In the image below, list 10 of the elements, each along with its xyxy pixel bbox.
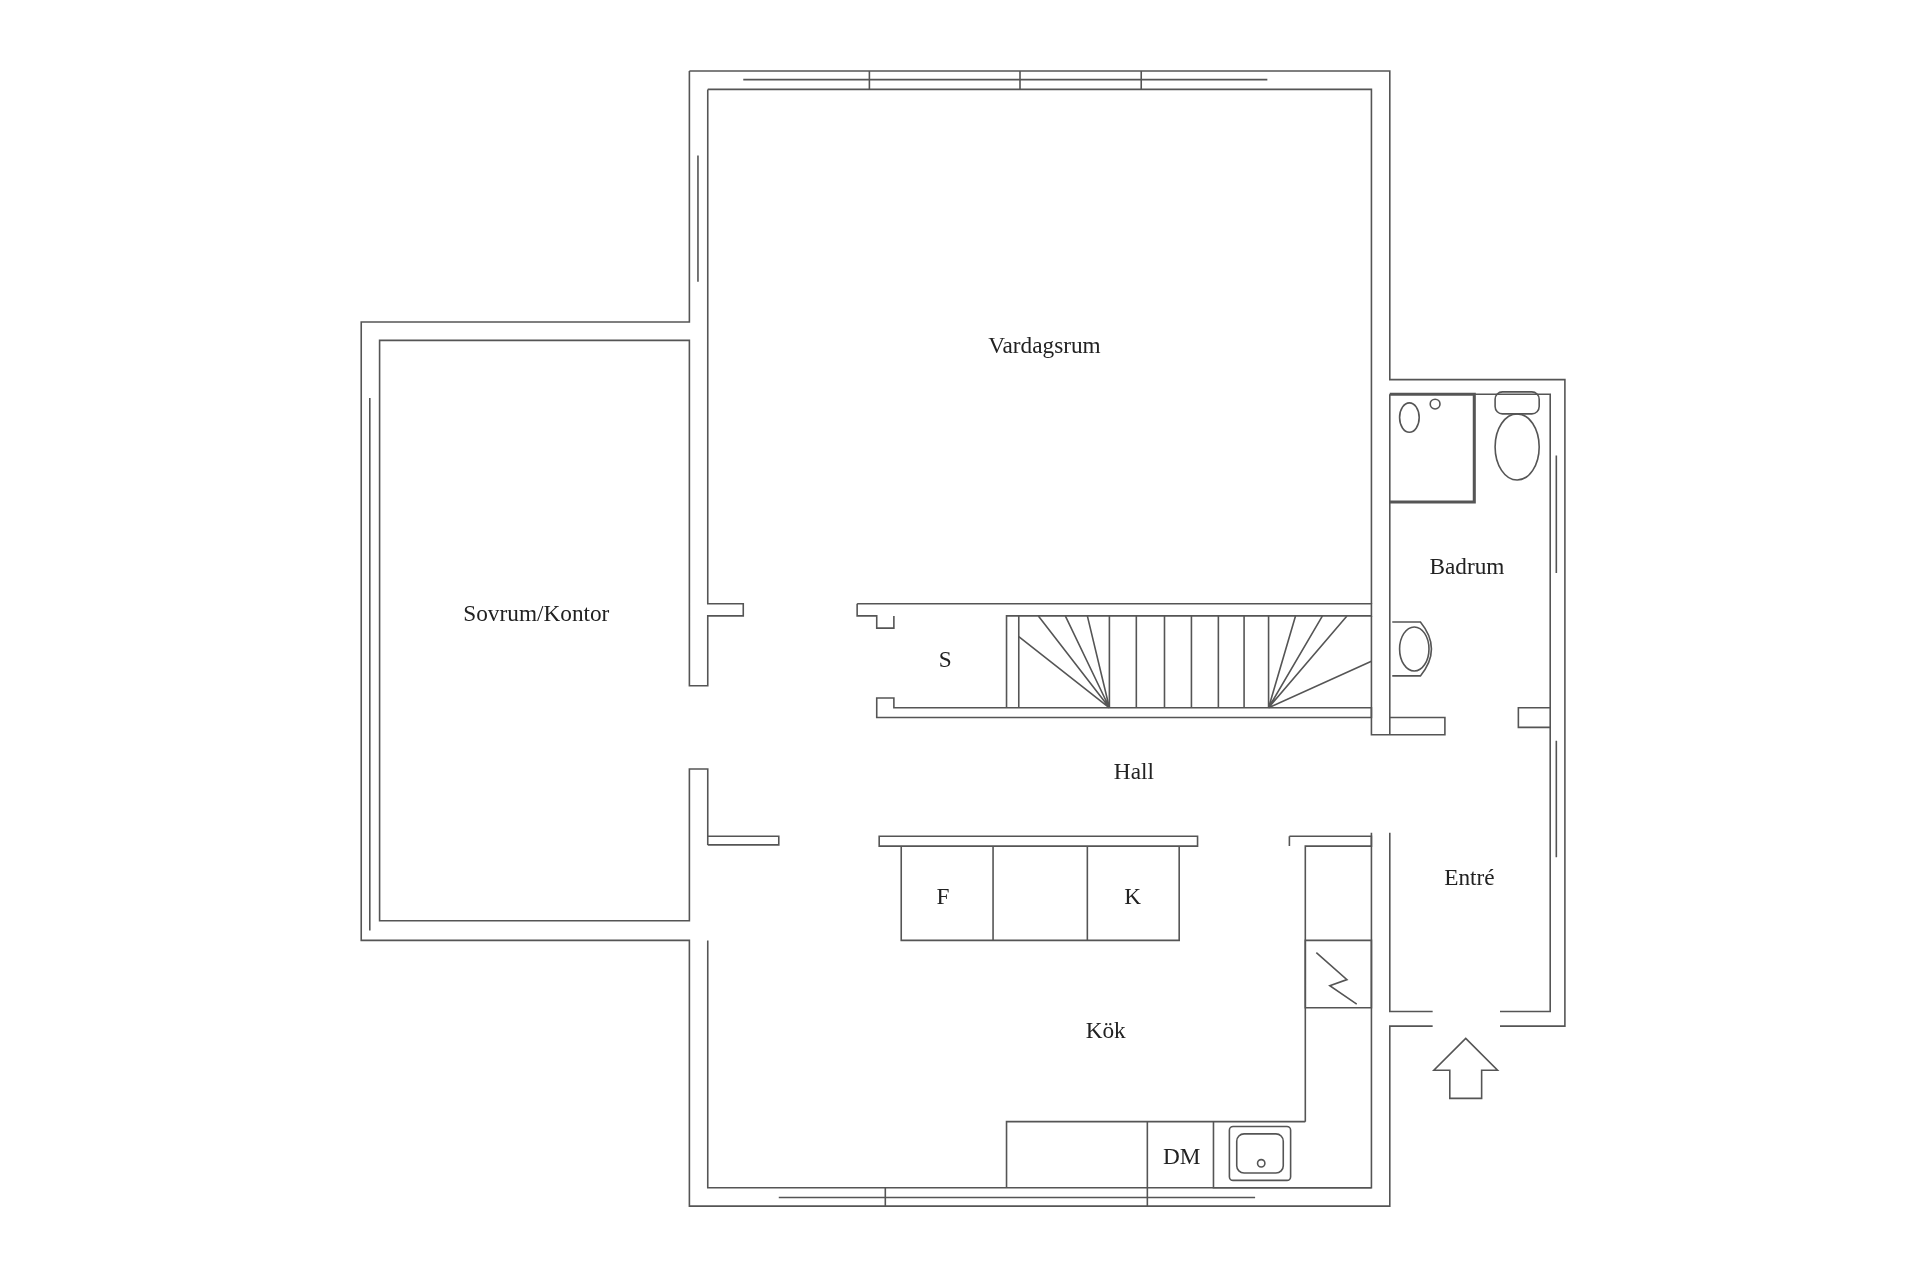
- room-label: Hall: [1113, 757, 1154, 785]
- room-label: Sovrum/Kontor: [463, 600, 610, 627]
- room-label: Badrum: [1429, 553, 1505, 581]
- appliance-label: K: [1124, 882, 1142, 910]
- room-label: Kök: [1085, 1017, 1126, 1045]
- appliance-label: DM: [1162, 1143, 1201, 1171]
- closet-label: S: [938, 646, 952, 674]
- room-label: Entré: [1444, 864, 1495, 892]
- room-label: Vardagsrum: [988, 331, 1101, 359]
- appliance-label: F: [936, 882, 950, 910]
